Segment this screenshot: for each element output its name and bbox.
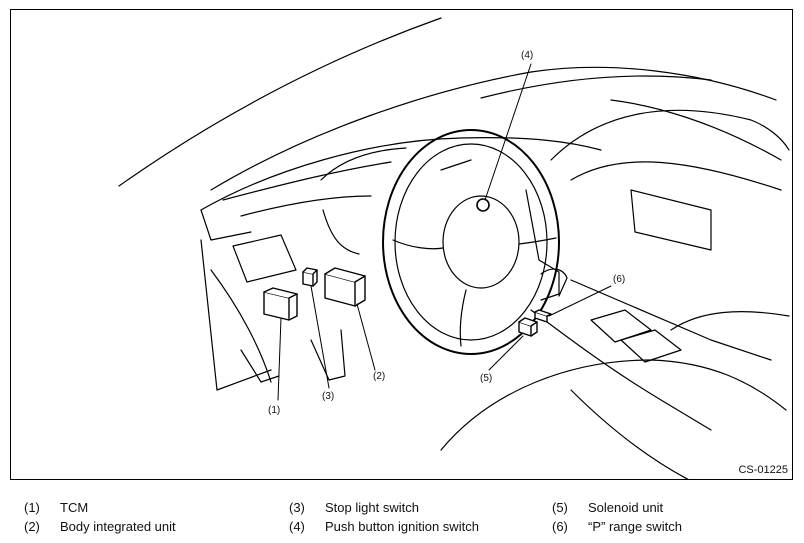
callout-2: (2) xyxy=(373,371,386,382)
figure-code: CS-01225 xyxy=(738,464,788,476)
legend-number: (5) xyxy=(552,500,568,515)
seat-edge xyxy=(670,311,790,331)
roof-line xyxy=(210,66,777,191)
console-right xyxy=(570,279,772,361)
legend-number: (6) xyxy=(552,519,568,534)
left-vent xyxy=(232,234,297,283)
leader-5 xyxy=(488,335,524,371)
steering-column xyxy=(525,189,560,301)
leader-3 xyxy=(310,285,330,389)
legend-label: “P” range switch xyxy=(588,519,682,534)
p-range-switch xyxy=(534,309,552,323)
legend-number: (4) xyxy=(289,519,305,534)
shifter-knob xyxy=(540,268,568,297)
ignition-button xyxy=(476,198,490,212)
leader-2 xyxy=(356,303,376,371)
legend-number: (1) xyxy=(24,500,40,515)
cluster-face xyxy=(322,159,472,255)
callout-3: (3) xyxy=(322,391,335,402)
leader-1 xyxy=(277,317,282,401)
cluster-hood xyxy=(320,147,407,181)
passenger-dash-2 xyxy=(570,161,782,191)
stop-light-switch xyxy=(302,267,318,287)
legend-label: Push button ignition switch xyxy=(325,519,479,534)
solenoid-unit xyxy=(518,317,538,337)
body-integrated-unit xyxy=(324,267,366,307)
dash-ridge xyxy=(240,195,372,217)
left-panel xyxy=(200,239,272,391)
legend-number: (2) xyxy=(24,519,40,534)
callout-6: (6) xyxy=(613,274,626,285)
steering-spoke-right xyxy=(518,237,557,245)
console-panel-1 xyxy=(590,309,652,343)
legend: (1) TCM (2) Body integrated unit (3) Sto… xyxy=(0,494,804,543)
steering-hub xyxy=(442,195,520,289)
legend-number: (3) xyxy=(289,500,305,515)
passenger-dash-3 xyxy=(610,99,782,161)
console-bottom xyxy=(440,359,787,451)
legend-label: Stop light switch xyxy=(325,500,419,515)
steering-wheel-rim xyxy=(382,129,560,355)
dashboard-illustration xyxy=(118,17,790,479)
legend-label: Solenoid unit xyxy=(588,500,664,515)
legend-label: TCM xyxy=(60,500,89,515)
callout-1: (1) xyxy=(268,405,281,416)
windshield-inner-line xyxy=(480,75,712,99)
windshield-line xyxy=(118,17,442,187)
leader-4 xyxy=(484,63,532,201)
diagram-frame: (1) (2) (3) (4) (5) (6) CS-01225 xyxy=(10,9,793,480)
passenger-dash xyxy=(550,109,790,161)
callout-5: (5) xyxy=(480,373,493,384)
leader-lines xyxy=(277,63,612,401)
tcm-unit xyxy=(263,287,298,321)
floor-line xyxy=(570,389,689,479)
passenger-vent xyxy=(630,189,712,251)
callout-4: (4) xyxy=(521,50,534,61)
dash-top-2 xyxy=(222,161,392,201)
console-panel-2 xyxy=(620,329,682,363)
left-dash-top xyxy=(200,209,252,241)
steering-spoke-bottom xyxy=(459,289,467,347)
steering-spoke-left xyxy=(392,239,444,250)
left-knee xyxy=(210,269,272,383)
leader-6 xyxy=(548,285,612,317)
steering-wheel-inner xyxy=(394,143,548,341)
left-lower xyxy=(240,329,346,383)
legend-label: Body integrated unit xyxy=(60,519,176,534)
